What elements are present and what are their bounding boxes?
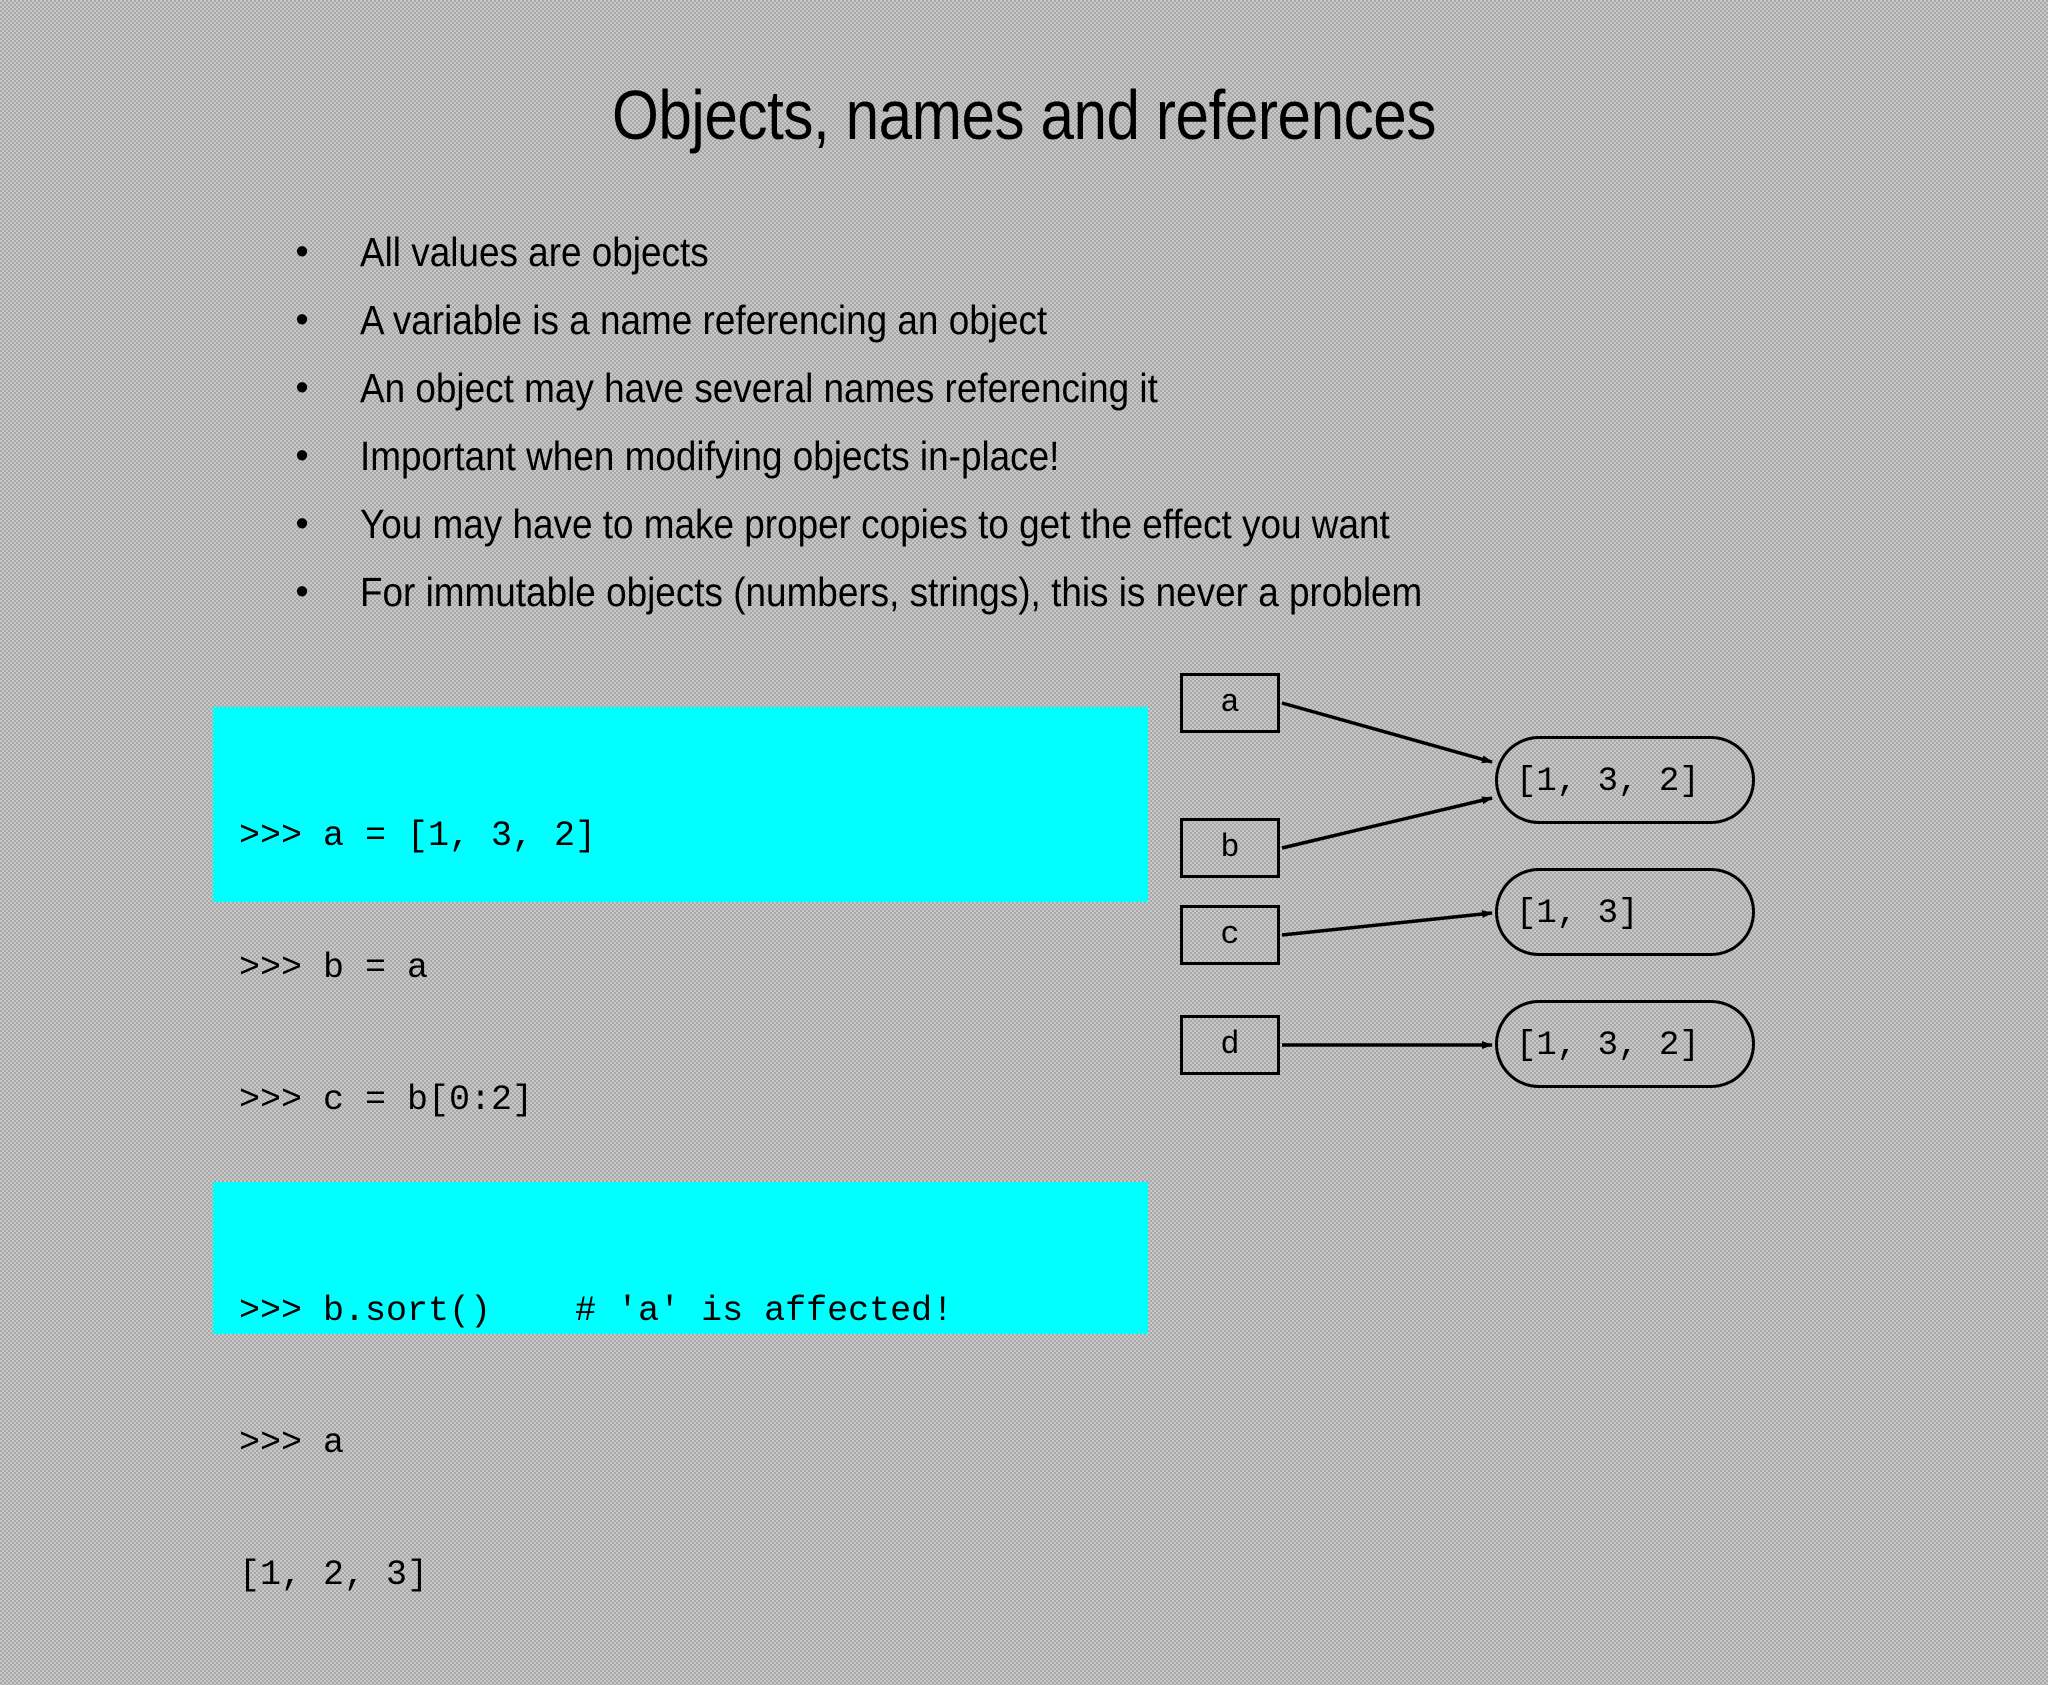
object-box-1: [1, 3, 2]	[1495, 736, 1755, 824]
reference-diagram: a b c d [1, 3, 2] [1, 3] [1, 3, 2]	[1180, 670, 1980, 1180]
diagram-arrows	[1281, 701, 1493, 1049]
list-item: • A variable is a name referencing an ob…	[290, 286, 1740, 354]
name-box-c: c	[1180, 905, 1280, 965]
arrow-a-to-obj1	[1281, 701, 1493, 764]
name-box-d: d	[1180, 1015, 1280, 1075]
code-line: [1, 2, 3]	[239, 1555, 429, 1595]
name-box-a: a	[1180, 673, 1280, 733]
bullet-dot-icon: •	[295, 435, 309, 477]
code-line: >>> a	[239, 1423, 345, 1463]
bullet-list: • All values are objects • A variable is…	[290, 218, 1740, 626]
list-item: • You may have to make proper copies to …	[290, 490, 1740, 558]
bullet-text: For immutable objects (numbers, strings)…	[360, 569, 1423, 615]
object-box-3: [1, 3, 2]	[1495, 1000, 1755, 1088]
bullet-text: All values are objects	[360, 229, 709, 275]
code-line: >>> b.sort() # 'a' is affected!	[239, 1291, 954, 1331]
page-title: Objects, names and references	[611, 76, 1437, 154]
bullet-dot-icon: •	[295, 299, 309, 341]
code-block-sort: >>> b.sort() # 'a' is affected! >>> a [1…	[213, 1182, 1148, 1595]
arrow-c-to-obj2	[1281, 910, 1493, 937]
bullet-dot-icon: •	[295, 503, 309, 545]
bullet-text: A variable is a name referencing an obje…	[360, 297, 1048, 343]
code-line: >>> c = b[0:2]	[239, 1080, 534, 1120]
bullet-dot-icon: •	[295, 231, 309, 273]
bullet-dot-icon: •	[295, 571, 309, 613]
list-item: • For immutable objects (numbers, string…	[290, 558, 1740, 626]
bullet-text: Important when modifying objects in-plac…	[360, 433, 1060, 479]
arrow-b-to-obj1	[1281, 796, 1493, 850]
list-item: • All values are objects	[290, 218, 1740, 286]
code-line: >>> a = [1, 3, 2]	[239, 816, 597, 856]
code-line: >>> b = a	[239, 948, 429, 988]
bullet-text: You may have to make proper copies to ge…	[360, 501, 1390, 547]
name-box-b: b	[1180, 818, 1280, 878]
list-item: • Important when modifying objects in-pl…	[290, 422, 1740, 490]
object-box-2: [1, 3]	[1495, 868, 1755, 956]
code-block-assignment: >>> a = [1, 3, 2] >>> b = a >>> c = b[0:…	[213, 707, 1148, 1252]
bullet-dot-icon: •	[295, 367, 309, 409]
slide-canvas: Objects, names and references • All valu…	[213, 76, 1980, 1595]
bullet-text: An object may have several names referen…	[360, 365, 1158, 411]
list-item: • An object may have several names refer…	[290, 354, 1740, 422]
